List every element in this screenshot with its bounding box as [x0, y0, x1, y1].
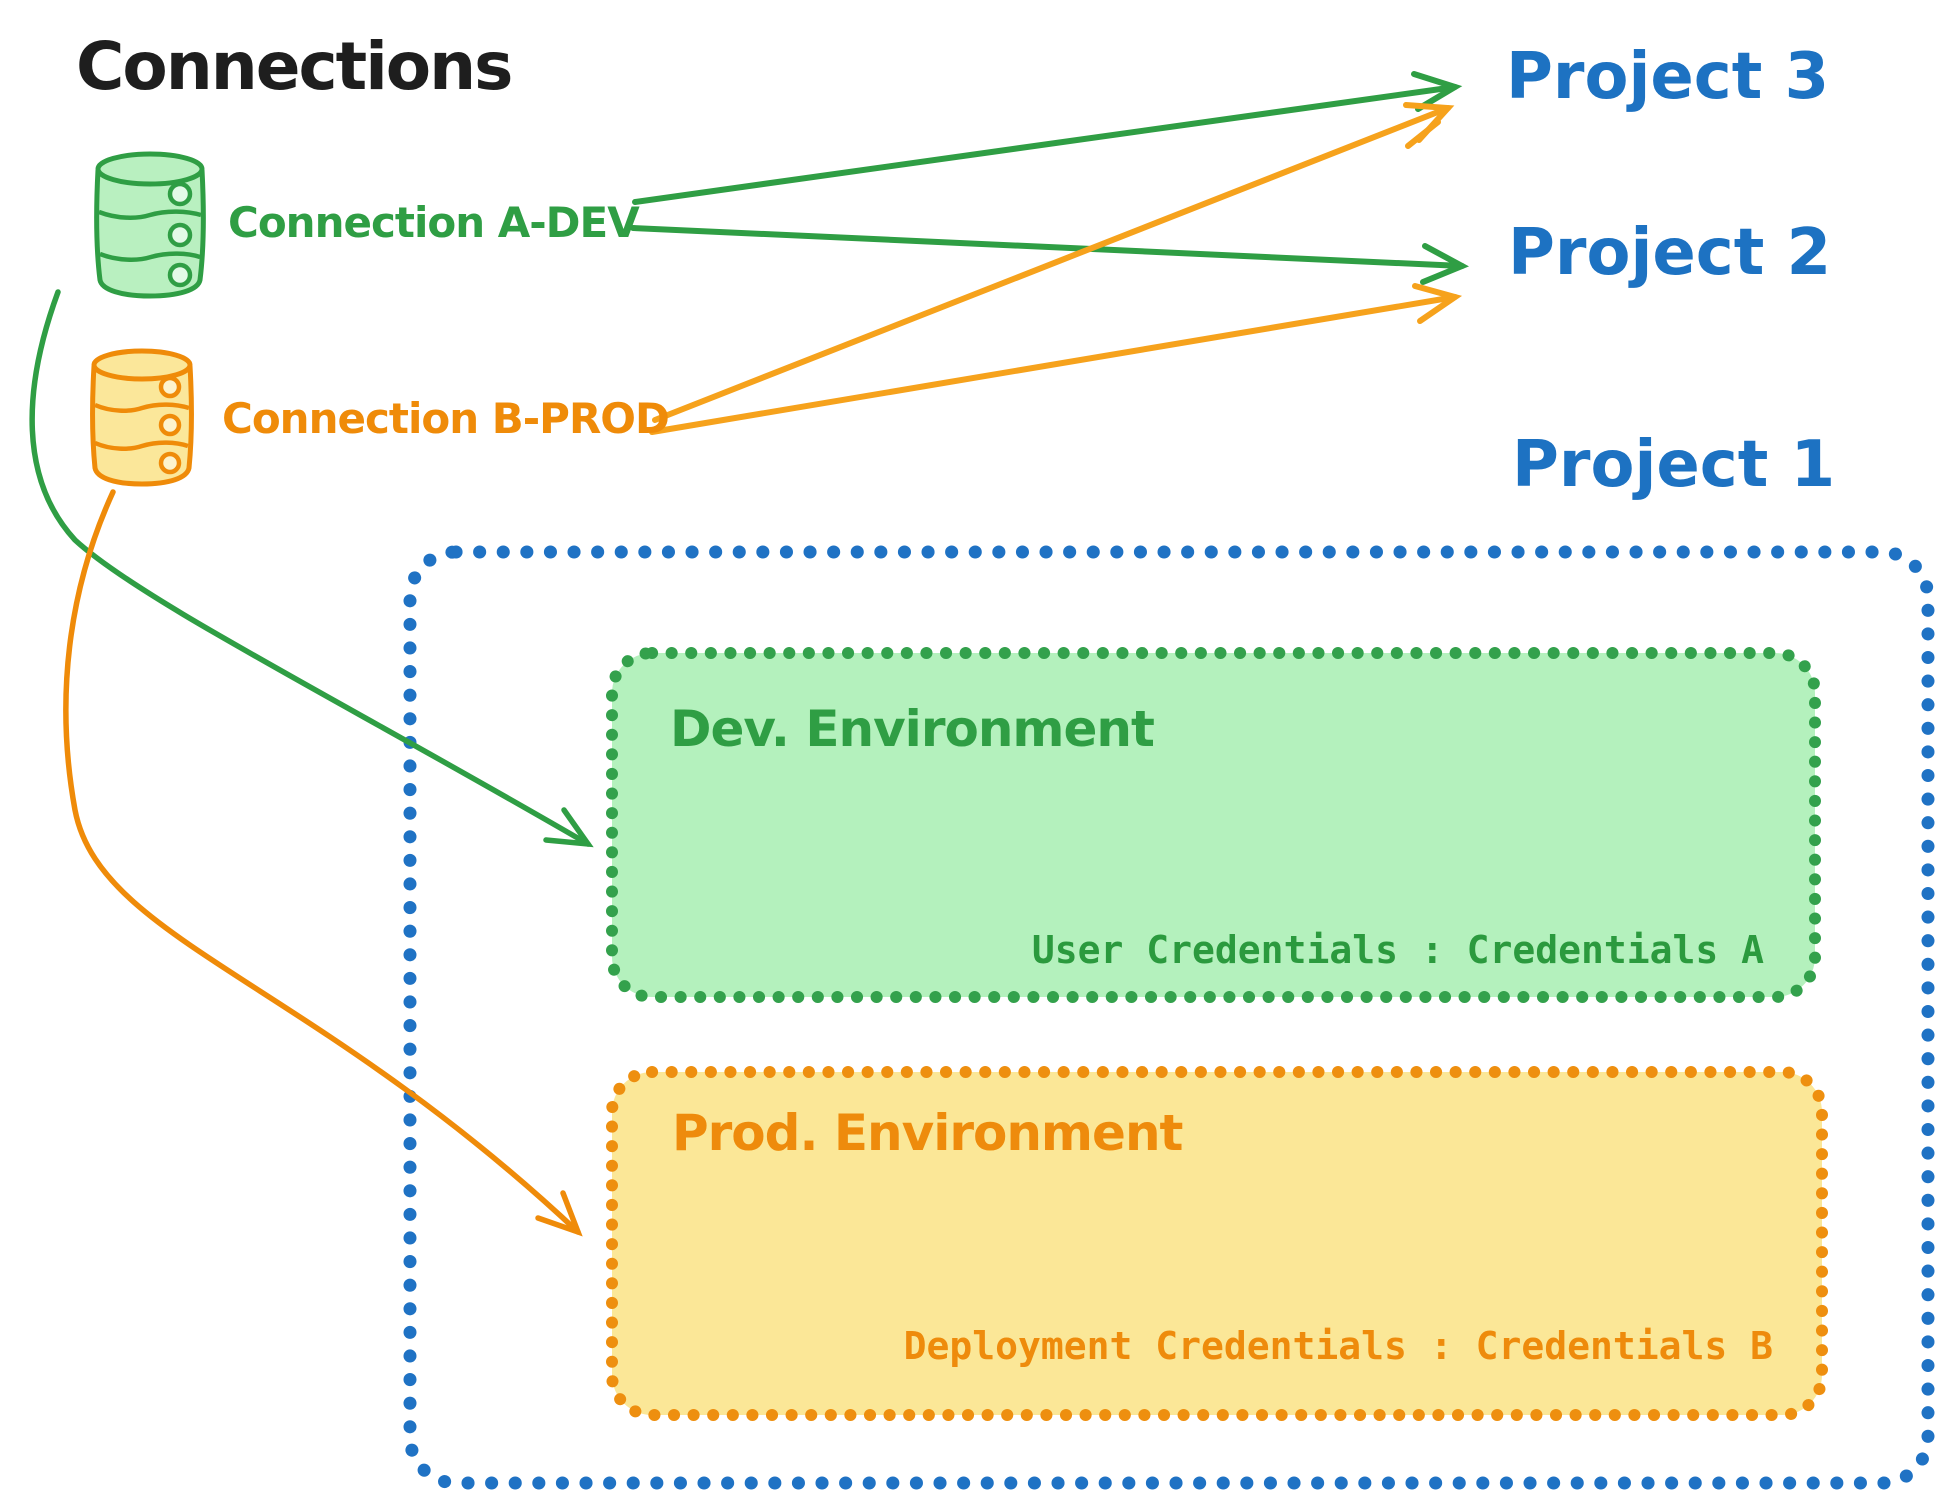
connection-a-dev-label: Connection A-DEV: [228, 198, 640, 247]
prod-environment-credentials: Deployment Credentials : Credentials B: [903, 1324, 1773, 1368]
prod-environment-title: Prod. Environment: [672, 1104, 1183, 1162]
connection-b-prod-label: Connection B-PROD: [222, 394, 670, 443]
diagram-title: Connections: [76, 28, 513, 105]
arrow-b-prod-to-prod-environment: [63, 489, 583, 1237]
database-icon: [90, 348, 194, 487]
dev-environment-title: Dev. Environment: [670, 700, 1155, 758]
arrow-a-dev-to-project-3: [632, 71, 1463, 205]
arrow-b-prod-to-project-3: [652, 102, 1455, 423]
project-2-label: Project 2: [1508, 216, 1832, 290]
project-3-label: Project 3: [1506, 40, 1830, 114]
arrow-a-dev-to-project-2: [630, 225, 1469, 285]
dev-environment-credentials: User Credentials : Credentials A: [1031, 928, 1764, 972]
arrow-b-prod-to-project-2: [649, 283, 1463, 435]
project-1-label: Project 1: [1512, 428, 1836, 502]
database-icon: [94, 151, 206, 299]
